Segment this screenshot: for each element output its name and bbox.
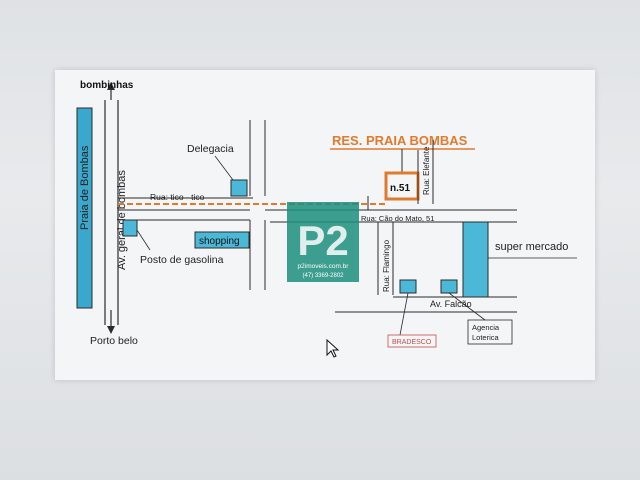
bradesco-building [399,279,417,294]
av-geral-label: Av. geral de bombas [116,170,128,270]
watermark-site: p2imoveis.com.br [298,263,350,270]
bradesco-box [387,334,437,348]
agencia-line1: Agencia [472,323,500,332]
rua-flamingo-label: Rua: Flamingo [382,239,391,292]
loterica-box [467,319,513,345]
watermark: P2 p2imoveis.com.br (47) 3369-2802 [287,202,359,282]
rua-tico-label: Rua: tico - tico [150,192,205,202]
watermark-panel [287,202,359,282]
arrow-south-icon [107,326,115,334]
bombinhas-label: bombinhas [80,80,134,91]
posto-label: Posto de gasolina [140,254,224,266]
porto-belo-label: Porto belo [90,335,138,347]
watermark-phone: (47) 3369-2802 [302,273,344,279]
arrow-north-icon [107,82,115,90]
rua-elefante-label: Rua: Elefante [422,146,431,195]
location-map: Praia de Bombas Av. geral de bombas bomb… [55,70,595,380]
praia-label: Praia de Bombas [79,145,91,230]
map-canvas: Praia de Bombas Av. geral de bombas bomb… [76,80,577,358]
gas-station-building [122,219,138,237]
delegacia-pointer [214,155,234,181]
bradesco-label: BRADESCO [392,339,432,346]
shopping-label: shopping [199,236,240,247]
beach-strip [76,107,93,309]
title-label: RES. PRAIA BOMBAS [332,133,468,148]
delegacia-label: Delegacia [187,143,234,155]
loterica-pointer [448,292,486,321]
bradesco-pointer [399,292,409,336]
supermercado-building [462,221,489,298]
delegacia-building [230,179,248,197]
gas-station-pointer [136,229,151,251]
shopping-building [194,231,250,249]
av-falcao-label: Av. Falcão [430,299,472,309]
agencia-line2: Loterica [472,333,500,342]
watermark-logo: P2 [297,217,348,264]
mouse-cursor-icon [326,338,340,358]
supermercado-label: super mercado [495,241,568,253]
lot-number-label: n.51 [390,183,410,194]
loterica-building [440,279,458,294]
rua-cao-label: Rua: Cão do Mato, 51 [361,214,434,223]
